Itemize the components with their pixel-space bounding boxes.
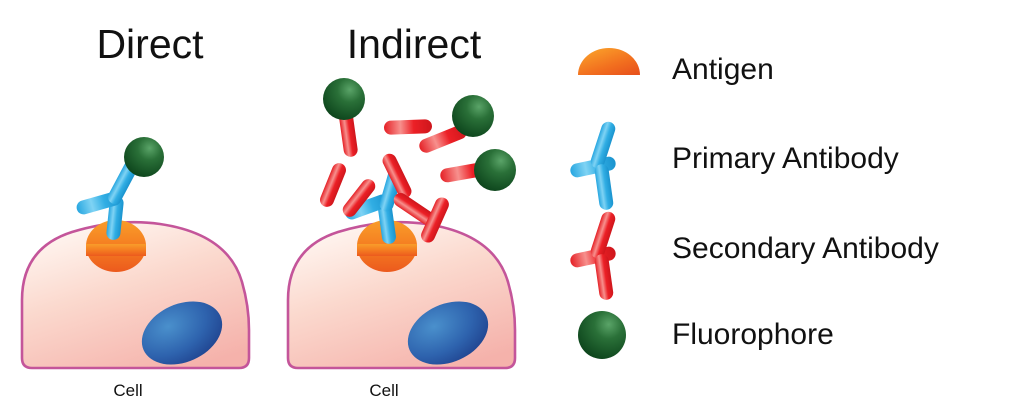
- cell-caption-indirect: Cell: [369, 381, 398, 400]
- cell-nucleus-indirect: [407, 301, 489, 365]
- primary-antibody-direct: [76, 137, 164, 240]
- antibody-arm-left: [344, 194, 390, 220]
- antibody-arm-right: [419, 125, 467, 153]
- panel-direct: Direct Cell: [20, 21, 251, 400]
- cell-nucleus-direct: [141, 301, 223, 365]
- fluorophore-1: [323, 78, 365, 120]
- legend-item-primary-antibody: Primary Antibody: [570, 121, 899, 210]
- secondary-antibody-1: [320, 78, 376, 217]
- fluorophore-3: [474, 149, 516, 191]
- antibody-arm-left: [421, 197, 449, 243]
- legend-item-antigen: Antigen: [578, 48, 774, 86]
- fluorophore-sphere-icon: [578, 311, 626, 359]
- fluorophore-direct: [124, 137, 164, 177]
- secondary-antibody-2: [382, 95, 494, 199]
- cell-indirect: [286, 220, 517, 370]
- antibody-y-icon: [570, 121, 616, 210]
- antibody-arm-left: [384, 119, 432, 135]
- antibody-stem: [106, 196, 124, 240]
- panel-title-indirect: Indirect: [347, 21, 482, 67]
- legend: Antigen Primary Antibody Secondary Ant: [570, 48, 939, 359]
- antibody-stem: [382, 153, 412, 199]
- fluorophore-2: [452, 95, 494, 137]
- legend-label-antigen: Antigen: [672, 53, 774, 86]
- antibody-arm-left: [320, 163, 346, 207]
- legend-label-secondary-antibody: Secondary Antibody: [672, 232, 939, 265]
- antigen-dome-icon: [578, 48, 640, 75]
- antigen-indirect: [357, 220, 417, 272]
- panel-title-direct: Direct: [96, 21, 204, 67]
- legend-label-fluorophore: Fluorophore: [672, 318, 834, 351]
- cell-caption-direct: Cell: [113, 381, 142, 400]
- antibody-stem: [378, 202, 396, 244]
- antibody-stem: [342, 179, 376, 217]
- antibody-y-icon: [570, 211, 616, 300]
- secondary-antibody-3: [393, 149, 516, 243]
- panel-indirect: Indirect: [286, 21, 517, 400]
- antibody-stem: [393, 193, 435, 225]
- cell-direct: [20, 220, 251, 370]
- legend-item-secondary-antibody: Secondary Antibody: [570, 211, 939, 300]
- legend-label-primary-antibody: Primary Antibody: [672, 142, 899, 175]
- legend-item-fluorophore: Fluorophore: [578, 311, 834, 359]
